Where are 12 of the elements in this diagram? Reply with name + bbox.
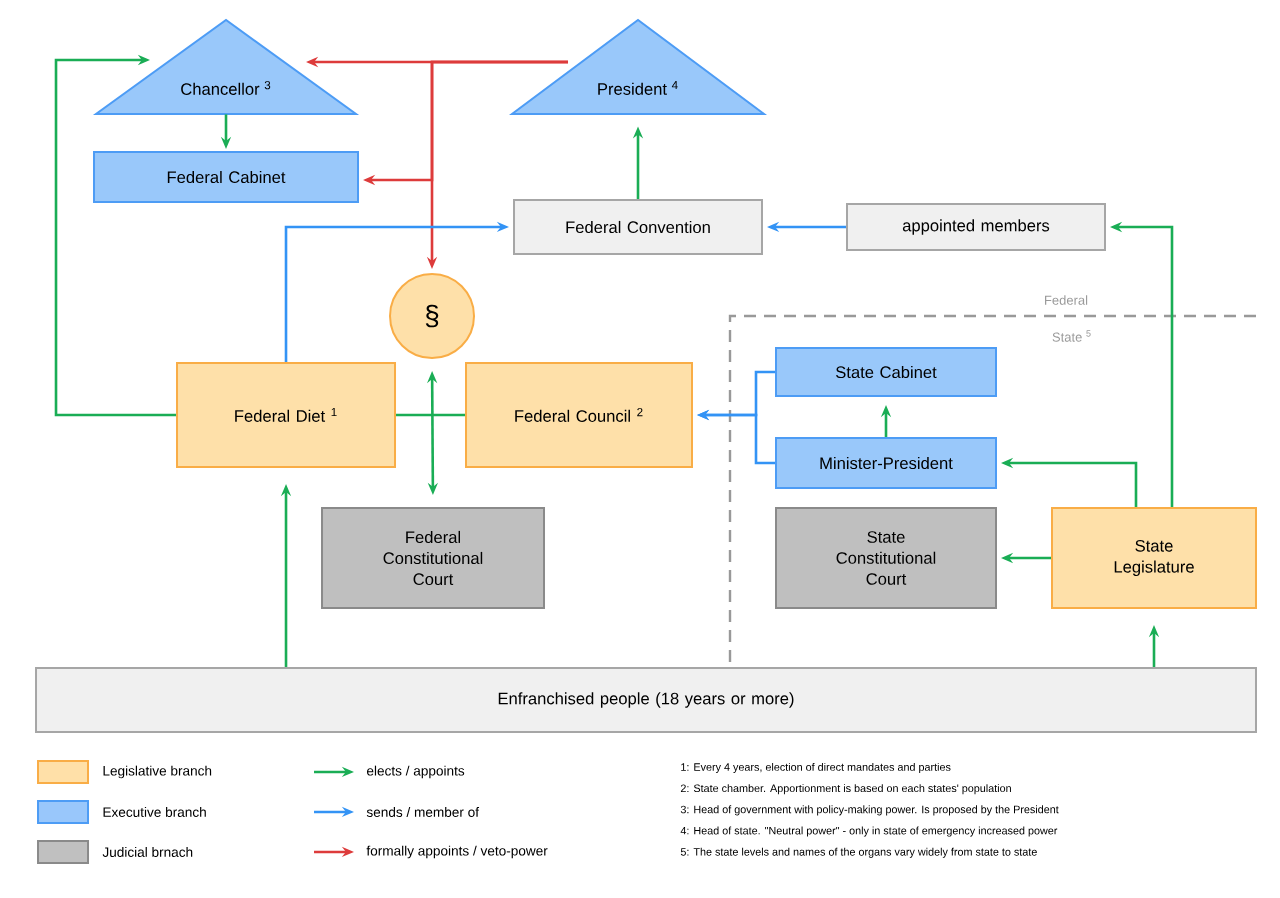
process-box: State Legislature xyxy=(1051,507,1257,609)
arrow xyxy=(54,54,176,417)
process-box: Minister-President xyxy=(775,437,997,489)
process-box: State Constitutional Court xyxy=(775,507,997,609)
process-box: appointed members xyxy=(846,203,1106,251)
process-box: State Cabinet xyxy=(775,347,997,397)
process-box: Enfranchised people (18 years or more) xyxy=(35,667,1257,733)
process-box: Federal Cabinet xyxy=(93,151,359,203)
process-box: Federal Council $^{2}$ xyxy=(465,362,693,468)
process-box: Federal Diet $^{1}$ xyxy=(176,362,396,468)
process-box: Federal Constitutional Court xyxy=(321,507,545,609)
process-box: Federal Convention xyxy=(513,199,763,255)
